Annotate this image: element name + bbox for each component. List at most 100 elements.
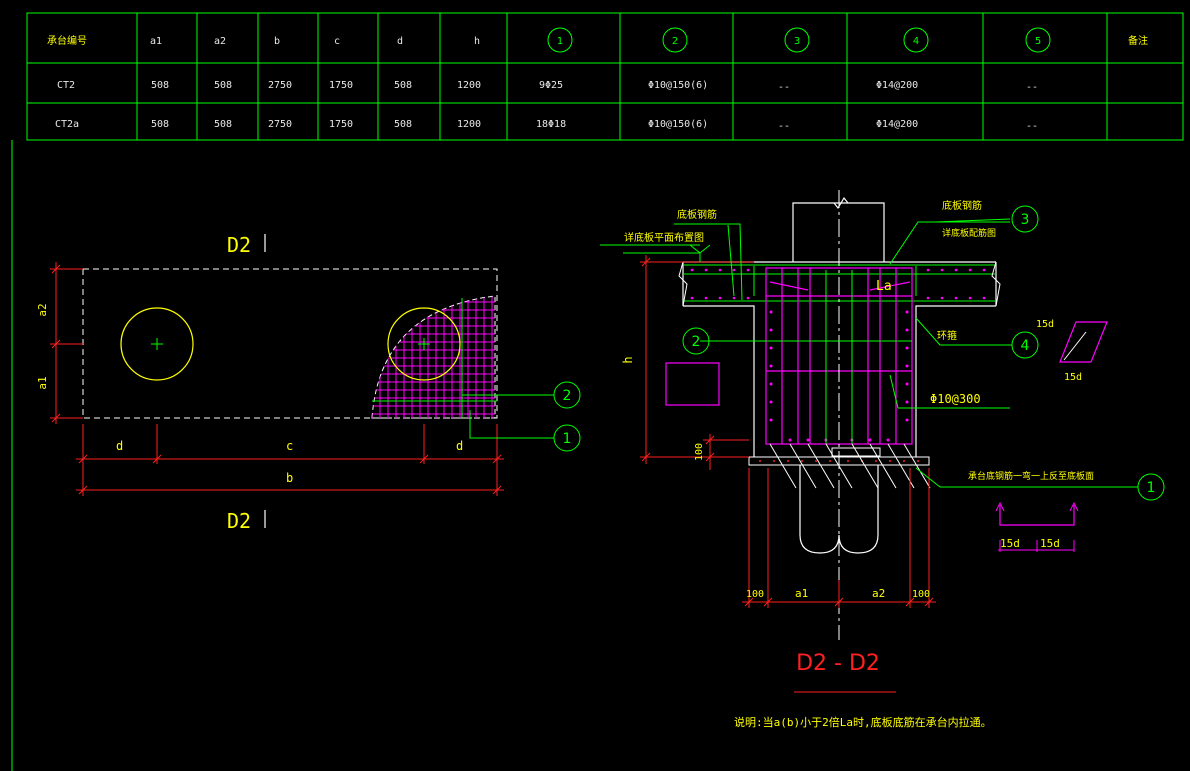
table-cell: 508 xyxy=(214,119,232,130)
table-header-cell: 备注 xyxy=(1128,34,1148,47)
leader-ring xyxy=(915,317,1012,346)
section-view: h 100 100 a1 a2 100 xyxy=(600,190,1165,729)
dim-label-d-right: d xyxy=(456,439,463,453)
callout-number: 1 xyxy=(1147,480,1156,496)
plan-vertical-dims xyxy=(50,262,83,424)
label-15d: 15d xyxy=(1040,537,1060,550)
table-header-cell: 4 xyxy=(913,36,919,47)
label-la: La xyxy=(876,279,892,294)
table-header-cell: 承台编号 xyxy=(47,34,87,47)
label-slab-elevation: 详底板平面布置图 xyxy=(624,231,704,244)
dim-label-a1: a1 xyxy=(36,376,49,389)
table-header-cell: 5 xyxy=(1035,36,1041,47)
table-cell: 508 xyxy=(394,119,412,130)
blinding-layer xyxy=(748,456,930,466)
table-cell: -- xyxy=(778,82,790,93)
table-cell: Φ14@200 xyxy=(876,80,918,91)
table-header-cell: h xyxy=(474,36,480,47)
hook-shape-diagonal xyxy=(1063,331,1087,361)
table-cell: 1200 xyxy=(457,80,481,91)
table-cell: 1200 xyxy=(457,119,481,130)
label-15d: 15d xyxy=(1036,319,1054,330)
bottom-rebar-leaders xyxy=(769,443,931,489)
callout-circle-3 xyxy=(1011,205,1039,233)
callout-number: 2 xyxy=(692,334,701,350)
table-cell: -- xyxy=(1026,121,1038,132)
table-cell: 1750 xyxy=(329,119,353,130)
table-cell: Φ14@200 xyxy=(876,119,918,130)
header-callout-circle xyxy=(547,27,573,53)
dim-label-d-left: d xyxy=(116,439,123,453)
table-cell: CT2a xyxy=(55,119,79,130)
pile-circle-left xyxy=(120,307,194,381)
hook-arrow-icon xyxy=(995,501,1079,512)
label-slab-detail-right: 详底板配筋图 xyxy=(942,227,996,239)
table-cell: 508 xyxy=(151,80,169,91)
section-title: D2 - D2 xyxy=(796,651,880,676)
cap-rebar-cage xyxy=(765,267,913,445)
dim-label-100-left: 100 xyxy=(746,589,764,600)
leader-slab-rebar-right xyxy=(934,218,1011,223)
table-cell: 9Φ25 xyxy=(539,80,563,91)
table-header-cell: 1 xyxy=(557,36,563,47)
leader-bottom-rebar xyxy=(674,223,743,301)
header-callout-circle xyxy=(662,27,688,53)
label-ring-hoop: 环箍 xyxy=(937,329,957,342)
table-cell: -- xyxy=(1026,82,1038,93)
table-cell: 508 xyxy=(214,80,232,91)
table-cell: 2750 xyxy=(268,80,292,91)
label-15d: 15d xyxy=(1000,537,1020,550)
pile-top-plate xyxy=(831,447,881,457)
section-height-dim xyxy=(640,255,754,470)
label-bottom-note: 承台底钢筋一弯一上反至底板面 xyxy=(968,470,1094,482)
dim-label-b: b xyxy=(286,471,293,485)
label-bottom-rebar: 底板钢筋 xyxy=(677,208,717,221)
slab-rebar-dots xyxy=(690,268,986,300)
header-callout-circle xyxy=(1025,27,1051,53)
table-cell: 508 xyxy=(151,119,169,130)
dim-label-a2: a2 xyxy=(36,303,49,316)
table-cell: CT2 xyxy=(57,80,75,91)
callout-circle-1 xyxy=(1137,473,1165,501)
dim-label-h: h xyxy=(621,356,635,363)
header-callout-circle xyxy=(903,27,929,53)
table-cell: 2750 xyxy=(268,119,292,130)
table-border xyxy=(26,12,1184,141)
break-marks xyxy=(678,261,1001,307)
table-header-cell: a1 xyxy=(150,36,162,47)
section-label-bottom: D2 xyxy=(227,509,251,533)
pile-cap-outline xyxy=(82,268,498,419)
rebar-schedule-table xyxy=(26,12,1184,141)
leader-slab-elevation xyxy=(623,252,701,262)
table-cell: 508 xyxy=(394,80,412,91)
callout-circle-2 xyxy=(553,381,581,409)
table-cell: Φ10@150(6) xyxy=(648,80,708,91)
table-header-cell: c xyxy=(334,36,340,47)
table-cell: 1750 xyxy=(329,80,353,91)
table-cell: Φ10@150(6) xyxy=(648,119,708,130)
dim-label-100-right: 100 xyxy=(912,589,930,600)
pile-circle-right xyxy=(387,307,461,381)
table-header-cell: 2 xyxy=(672,36,678,47)
leader-callout-1 xyxy=(915,467,1138,488)
label-stirrup: Φ10@300 xyxy=(930,392,981,406)
plan-view: D2 D2 xyxy=(36,233,581,533)
design-note: 说明:当a(b)小于2倍La时,底板底筋在承台内拉通。 xyxy=(734,715,992,729)
label-slab-rebar-right: 底板钢筋 xyxy=(942,199,982,212)
callout-number: 2 xyxy=(563,388,572,404)
label-15d: 15d xyxy=(1064,372,1082,383)
leader-stirrup xyxy=(889,374,1010,409)
callout-number: 3 xyxy=(1021,212,1030,228)
section-bottom-dims xyxy=(742,468,936,608)
leader-bottom-rebar xyxy=(727,224,735,297)
callout-number: 1 xyxy=(563,431,572,447)
hook-shape-parallelogram xyxy=(1059,321,1108,363)
dim-label-a2: a2 xyxy=(872,587,885,600)
table-cell: -- xyxy=(778,121,790,132)
dim-label-a1: a1 xyxy=(795,587,808,600)
dim-label-100-vertical: 100 xyxy=(694,443,705,461)
table-header-cell: d xyxy=(397,36,403,47)
callout-leader xyxy=(469,410,554,439)
pile-section xyxy=(799,465,879,554)
